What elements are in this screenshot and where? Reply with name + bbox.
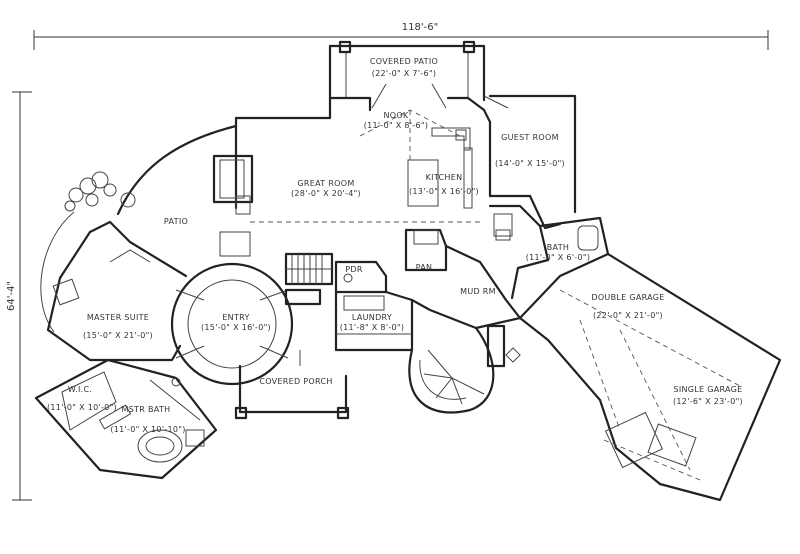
patio-label: PATIO <box>164 217 188 226</box>
laundry-label: LAUNDRY <box>352 313 392 322</box>
double-garage-size: (22'-0" X 21'-0") <box>593 311 663 320</box>
overall-depth-label: 64'-4" <box>6 281 17 311</box>
entry-size: (15'-0" X 16'-0") <box>201 323 271 332</box>
dimension-lines <box>12 30 769 501</box>
mstr-bath-size: (11'-0" X 10'-10") <box>110 425 185 434</box>
spiral-stair <box>408 324 521 414</box>
covered-patio-walls <box>328 40 486 160</box>
guest-room-size: (14'-0" X 15'-0") <box>495 159 565 168</box>
wic-label: W.I.C. <box>68 385 92 394</box>
pan-label: PAN <box>416 263 433 272</box>
covered-porch-label: COVERED PORCH <box>259 377 332 386</box>
guest-room-label: GUEST ROOM <box>501 133 559 142</box>
laundry-size: (11'-8" X 8'-0") <box>340 323 405 332</box>
single-garage-size: (12'-6" X 23'-0") <box>673 397 743 406</box>
master-suite-label: MASTER SUITE <box>87 313 149 322</box>
kitchen-size: (13'-0" X 16'-0") <box>409 187 479 196</box>
covered-porch-walls <box>234 350 350 420</box>
mud-rm-label: MUD RM <box>460 287 496 296</box>
double-garage-label: DOUBLE GARAGE <box>591 293 664 302</box>
great-room-label: GREAT ROOM <box>297 179 354 188</box>
single-garage-label: SINGLE GARAGE <box>673 385 742 394</box>
covered-patio-size: (22'-0" X 7'-6") <box>372 69 437 78</box>
overall-width-label: 118'-6" <box>402 22 438 33</box>
covered-patio-label: COVERED PATIO <box>370 57 438 66</box>
master-suite-size: (15'-0" X 21'-0") <box>83 331 153 340</box>
bath-size: (11'-0" X 6'-0") <box>526 253 591 262</box>
great-room-size: (28'-0" X 20'-4") <box>291 189 361 198</box>
mstr-bath-label: MSTR BATH <box>122 405 171 414</box>
nook-label: NOOK <box>383 111 408 120</box>
bath-label: BATH <box>547 243 569 252</box>
kitchen-label: KITCHEN <box>426 173 463 182</box>
room-labels: COVERED PATIO (22'-0" X 7'-6") NOOK (11'… <box>47 57 743 434</box>
entry-label: ENTRY <box>222 313 249 322</box>
landscaping <box>40 124 238 333</box>
wic-size: (11'-0" X 10'-0") <box>47 403 117 412</box>
master-wing-walls <box>34 220 218 480</box>
stairs <box>284 252 334 286</box>
main-house-walls <box>212 94 577 230</box>
entry-rotunda <box>170 231 322 386</box>
pdr-label: PDR <box>345 265 363 274</box>
nook-size: (11'-0" X 8'-6") <box>364 121 429 130</box>
garage-walls <box>518 252 782 502</box>
